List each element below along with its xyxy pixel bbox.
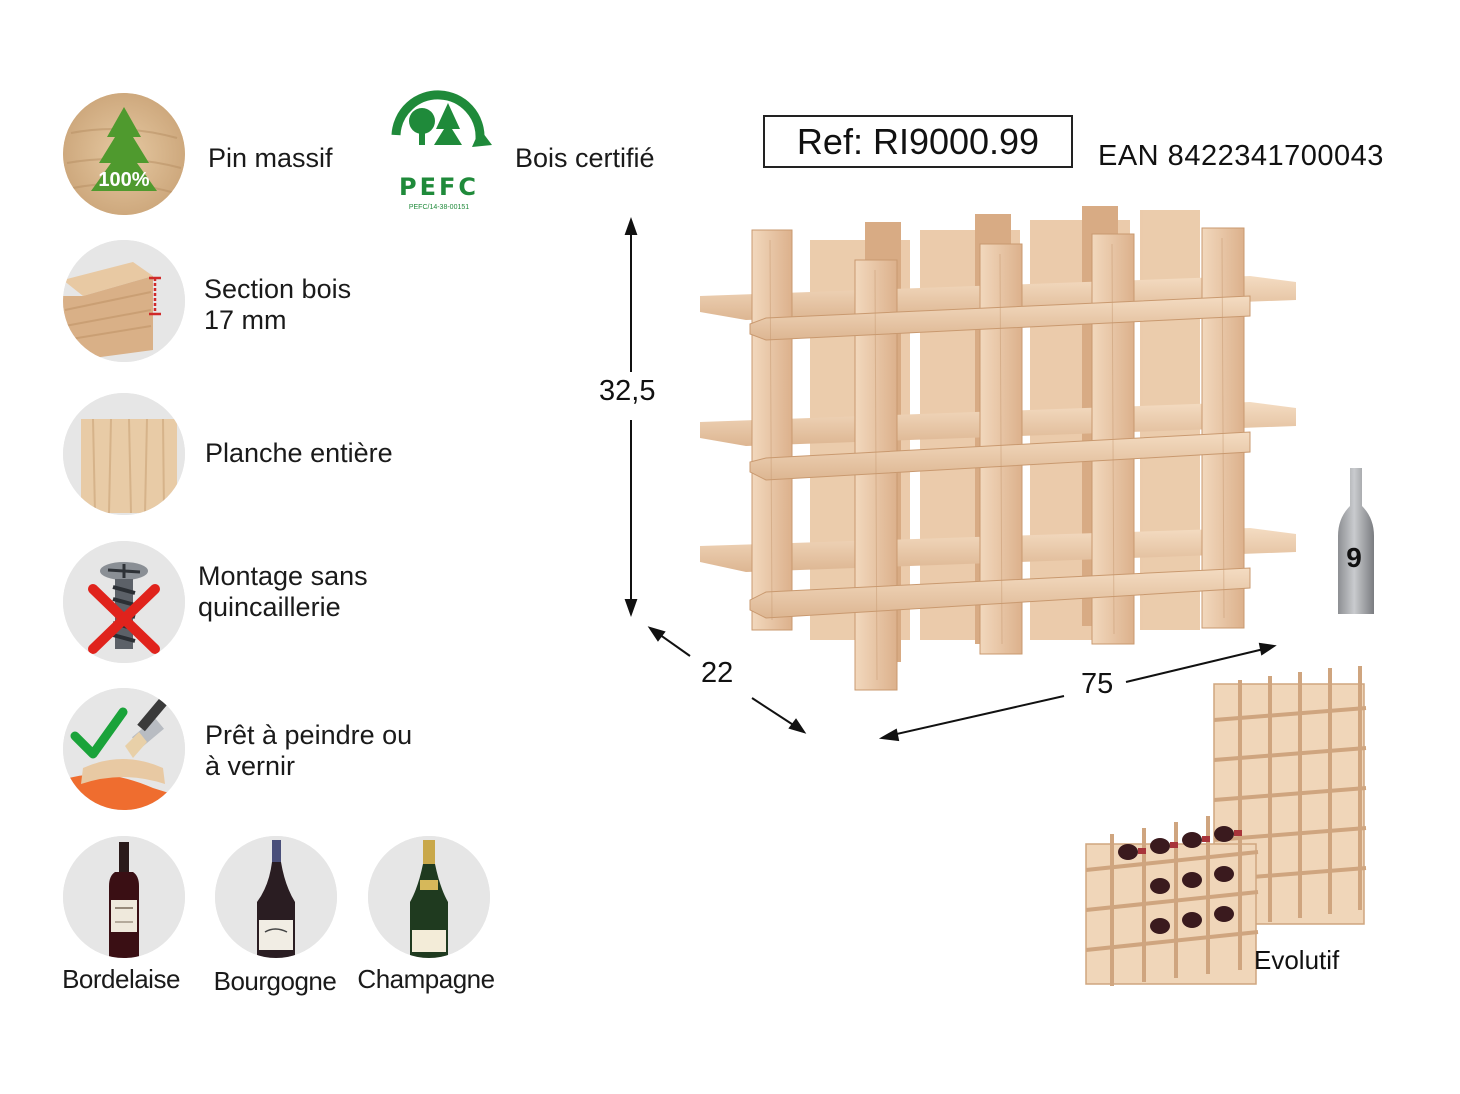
pefc-logo-text: PEFC xyxy=(399,173,479,201)
bottle-icon: 9 xyxy=(1334,466,1380,618)
feature-label-whole-plank: Planche entière xyxy=(205,438,393,468)
pine-tree-icon: 100% xyxy=(63,93,185,215)
feature-label-no-hardware: Montage sans quincaillerie xyxy=(198,561,368,622)
burgundy-bottle-icon xyxy=(215,836,337,958)
wine-rack-illustration xyxy=(690,200,1310,700)
certified-wood-label: Bois certifié xyxy=(515,143,655,173)
no-screw-icon xyxy=(63,541,185,663)
wood-plank-icon xyxy=(63,393,185,515)
modular-rack-illustration xyxy=(1082,664,1372,994)
bottle-capacity-count: 9 xyxy=(1346,542,1362,573)
pefc-code: PEFC/14-38-00151 xyxy=(408,204,470,211)
wood-section-icon xyxy=(63,240,185,362)
svg-text:100%: 100% xyxy=(98,169,149,191)
bordeaux-bottle-icon xyxy=(63,836,185,958)
dimension-width: 75 xyxy=(1077,668,1118,701)
bottle-type-bourgogne: Bourgogne xyxy=(213,966,337,996)
champagne-bottle-icon xyxy=(368,836,490,958)
product-reference: Ref: RI9000.99 xyxy=(763,115,1073,168)
paint-brush-icon xyxy=(63,688,185,810)
bottle-type-champagne: Champagne xyxy=(357,964,495,994)
dimension-depth: 22 xyxy=(697,657,738,690)
ean-code: EAN 8422341700043 xyxy=(1098,140,1384,172)
feature-label-ready-to-paint: Prêt à peindre ou à vernir xyxy=(205,720,413,781)
feature-label-wood-section: Section bois 17 mm xyxy=(204,274,352,335)
bottle-type-bordelaise: Bordelaise xyxy=(62,964,180,994)
feature-label-solid-pine: Pin massif xyxy=(208,143,333,173)
modular-label: Evolutif xyxy=(1254,945,1340,975)
dimension-height: 32,5 xyxy=(595,375,660,408)
pefc-logo: PEFC PEFC/14-38-00151 xyxy=(384,85,494,215)
